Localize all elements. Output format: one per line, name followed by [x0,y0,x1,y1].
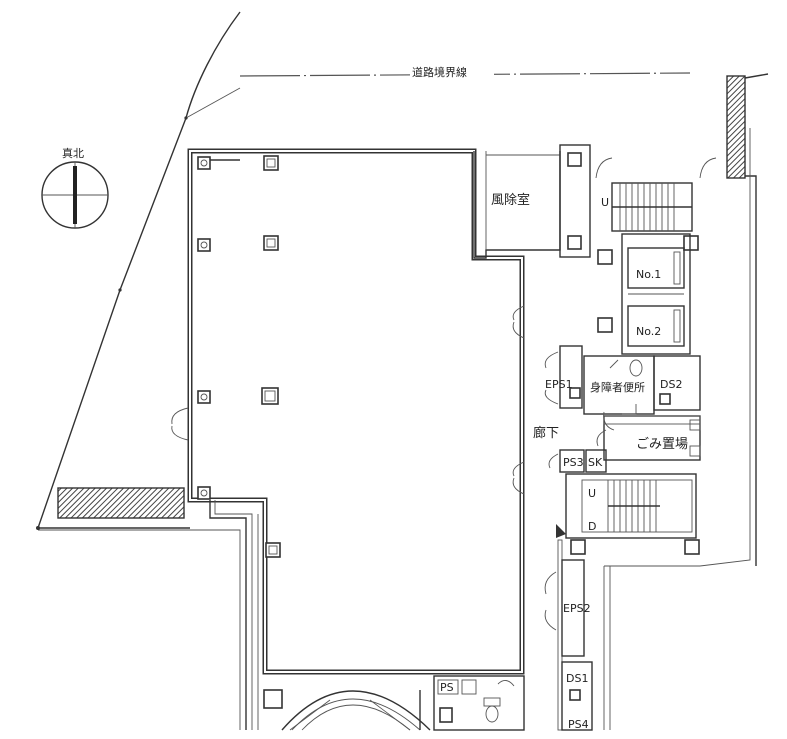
road-boundary-line: 道路境界線 [239,64,691,80]
stair-bottom: U D [556,473,697,539]
stair-top: U [595,157,717,232]
service-block: EPS1 身障者便所 DS2 [544,345,701,431]
garbage-room-label: ごみ置場 [636,436,688,452]
ps-label: PS [440,681,454,694]
ps3-sk: PS3 SK [548,449,607,473]
site-boundary [36,11,241,730]
elevator-2-label: No.2 [636,325,661,338]
ds1-label: DS1 [566,672,588,685]
sk-label: SK [588,456,603,469]
true-north-label: 真北 [62,146,84,160]
ds2-label: DS2 [660,378,682,391]
garbage-room: ごみ置場 [596,415,701,461]
accessible-wc-label: 身障者便所 [590,380,645,394]
ps3-label: PS3 [563,456,584,469]
corridor-label: 廊下 [533,425,559,441]
road-boundary-label: 道路境界線 [412,65,467,79]
ds1-ps4: DS1 PS4 [561,661,593,731]
elevator-1-label: No.1 [636,268,661,281]
elevator-core: No.1 No.2 [621,233,691,355]
hatched-wall-block [57,487,185,519]
eps2-label: EPS2 [563,602,591,615]
stair-bottom-up-label: U [588,487,596,500]
stair-top-up-label: U [601,196,609,209]
windbreak-room: 風除室 [473,144,591,259]
hatched-wall-column [726,75,746,179]
ps4-label: PS4 [568,718,589,731]
eps2-shaft: EPS2 [544,539,700,731]
hall-doors [171,305,525,495]
eps1-label: EPS1 [545,378,573,391]
stair-bottom-down-label: D [588,520,596,533]
bottom-facilities: PS [433,675,525,731]
bottom-circular-feature [263,689,431,731]
north-compass: 真北 [41,146,109,229]
columns [197,155,700,558]
windbreak-room-label: 風除室 [491,192,530,208]
